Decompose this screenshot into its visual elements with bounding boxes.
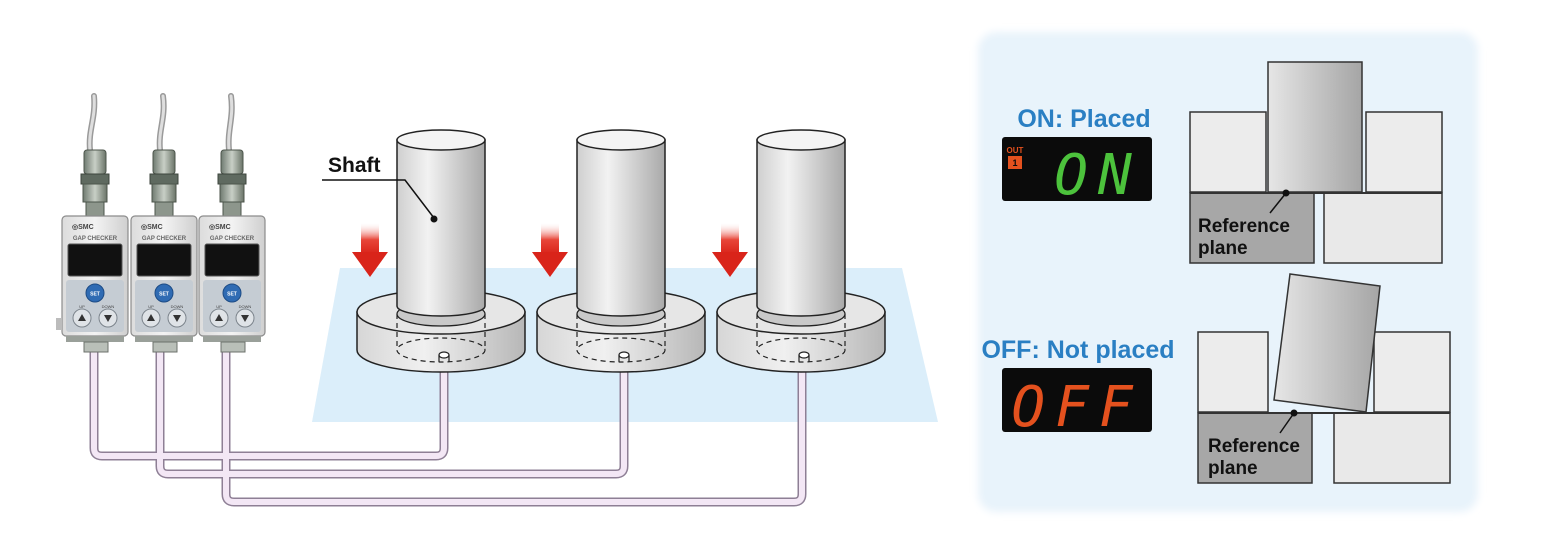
- sensor-model-label: GAP CHECKER: [210, 236, 255, 242]
- up-label: UP: [79, 304, 85, 309]
- shaft-workpiece: [716, 129, 886, 373]
- arrow-down-icon: [532, 222, 568, 277]
- sensor-model-label: GAP CHECKER: [73, 236, 118, 242]
- sensor-unit: ◎SMC GAP CHECKER SET UP DOWN: [198, 149, 266, 353]
- sensor-brand-label: ◎SMC: [72, 224, 94, 231]
- on-display: OUT 1 ON: [1002, 137, 1152, 208]
- on-diagram: Reference plane: [1189, 61, 1443, 264]
- downward-arrows: [352, 222, 748, 277]
- up-label: UP: [216, 304, 222, 309]
- triangle-up-icon: [215, 314, 223, 321]
- down-label: DOWN: [239, 304, 252, 309]
- set-button[interactable]: [85, 283, 105, 303]
- set-button-label: SET: [90, 292, 100, 298]
- air-tubes: [89, 347, 807, 507]
- sensor-cables: [86, 93, 235, 153]
- reference-plane-label-off-2: plane: [1208, 458, 1258, 479]
- on-value: ON: [1054, 143, 1141, 208]
- set-button-label: SET: [227, 292, 237, 298]
- sensor-unit: ◎SMC GAP CHECKER SET UP DOWN: [61, 149, 129, 353]
- shaft-workpiece: [536, 129, 706, 373]
- shaft-callout: Shaft: [322, 154, 438, 223]
- workpieces: [356, 129, 886, 373]
- triangle-up-icon: [147, 314, 155, 321]
- reference-plane-label-on-2: plane: [1198, 238, 1248, 259]
- gap-checker-sensors: ◎SMC GAP CHECKER SET UP DOWN ◎SMC GAP CHECKER S…: [56, 149, 266, 353]
- triangle-down-icon: [104, 315, 112, 322]
- arrow-down-icon: [352, 222, 388, 277]
- off-display: OFF: [1002, 368, 1152, 440]
- triangle-down-icon: [241, 315, 249, 322]
- off-diagram: Reference plane: [1197, 273, 1451, 484]
- on-heading: ON: Placed: [1017, 105, 1150, 133]
- triangle-up-icon: [78, 314, 86, 321]
- sensor-brand-label: ◎SMC: [141, 224, 163, 231]
- reference-plane-label-off-1: Reference: [1208, 436, 1300, 457]
- sensor-brand-label: ◎SMC: [209, 224, 231, 231]
- shaft-workpiece: [356, 129, 526, 373]
- set-button-label: SET: [159, 292, 169, 298]
- set-button[interactable]: [154, 283, 174, 303]
- down-label: DOWN: [171, 304, 184, 309]
- up-label: UP: [148, 304, 154, 309]
- triangle-down-icon: [173, 315, 181, 322]
- set-button[interactable]: [222, 283, 242, 303]
- out-indicator-label: OUT: [1007, 146, 1024, 155]
- out-indicator-number: 1: [1012, 158, 1017, 168]
- shaft-label: Shaft: [328, 154, 381, 177]
- arrow-down-icon: [712, 222, 748, 277]
- off-heading: OFF: Not placed: [981, 336, 1174, 364]
- reference-plane-label-on-1: Reference: [1198, 216, 1290, 237]
- down-label: DOWN: [102, 304, 115, 309]
- sensor-unit: ◎SMC GAP CHECKER SET UP DOWN: [130, 149, 198, 353]
- sensor-model-label: GAP CHECKER: [142, 236, 187, 242]
- off-value: OFF: [1011, 375, 1142, 440]
